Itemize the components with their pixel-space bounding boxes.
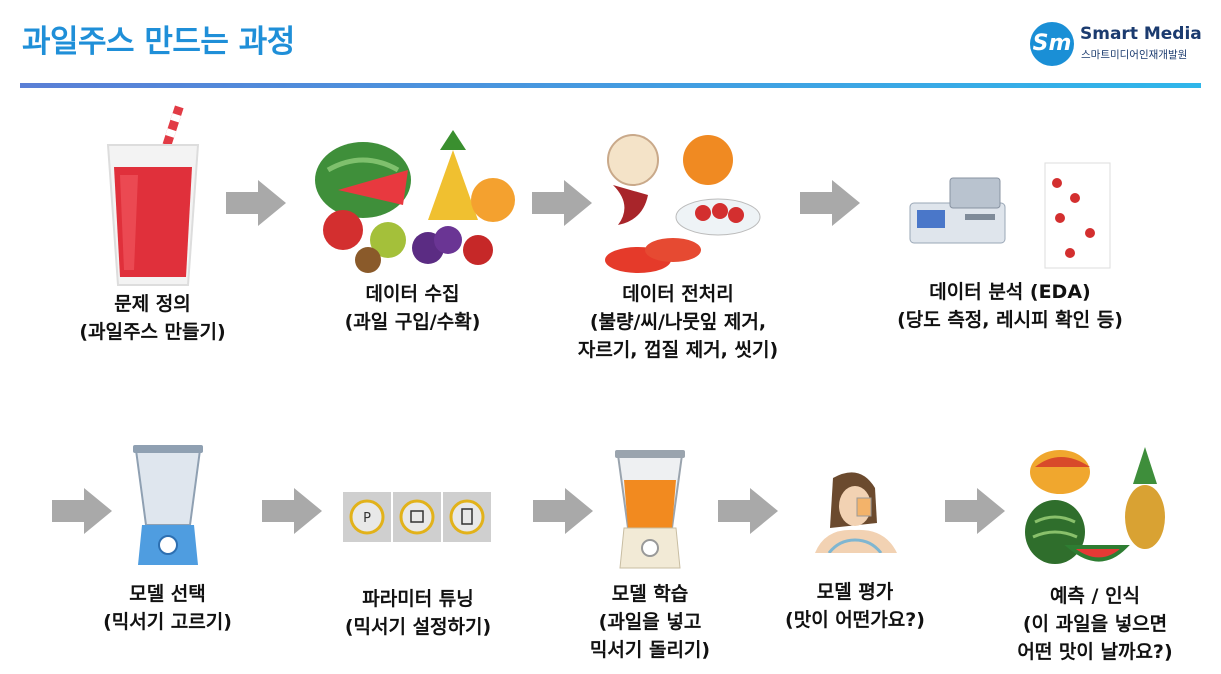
logo-subtitle: 스마트미디어인재개발원 xyxy=(1081,49,1188,61)
step-prediction: 예측 / 인식 (이 과일을 넣으면 어떤 맛이 날까요?) xyxy=(985,442,1205,666)
step-detail: (맛이 어떤가요?) xyxy=(785,609,925,631)
arrow-right-icon xyxy=(533,488,593,534)
peeled-fruit-icon xyxy=(605,134,761,273)
arrow-right-icon xyxy=(800,180,860,226)
step-detail: (과일을 넣고 xyxy=(598,611,702,633)
step-title: 모델 학습 xyxy=(611,583,689,605)
brand-logo: Sm Smart Media 스마트미디어인재개발원 xyxy=(1030,22,1210,70)
arrow-right-icon xyxy=(718,488,778,534)
arrow-right-icon xyxy=(945,488,1005,534)
blender-orange-icon xyxy=(615,450,685,569)
step-detail: (당도 측정, 레시피 확인 등) xyxy=(897,309,1123,331)
juice-glass-icon xyxy=(106,105,199,286)
step-title: 예측 / 인식 xyxy=(1049,585,1141,607)
fruits-icon xyxy=(1025,447,1165,564)
step-detail: (과일주스 만들기) xyxy=(79,321,226,343)
arrow-right-icon xyxy=(532,180,592,226)
step-model-training: 모델 학습 (과일을 넣고 믹서기 돌리기) xyxy=(565,450,735,664)
svg-text:P: P xyxy=(363,511,371,526)
step-detail: 어떤 맛이 날까요?) xyxy=(1017,641,1173,663)
step-title: 모델 평가 xyxy=(816,581,894,603)
blender-icon xyxy=(132,445,203,565)
step-title: 데이터 분석 (EDA) xyxy=(929,281,1091,303)
arrow-right-icon xyxy=(52,488,112,534)
header-rule xyxy=(20,83,1201,88)
logo-mark: Sm xyxy=(1030,22,1074,66)
step-detail: (믹서기 고르기) xyxy=(103,611,232,633)
step-detail: 믹서기 돌리기) xyxy=(589,639,711,661)
analysis-instruments-icon xyxy=(909,162,1111,269)
step-data-analysis: 데이터 분석 (EDA) (당도 측정, 레시피 확인 등) xyxy=(860,158,1160,334)
arrow-right-icon xyxy=(262,488,322,534)
arrow-right-icon xyxy=(226,180,286,226)
step-preprocessing: 데이터 전처리 (불량/씨/나뭇잎 제거, 자르기, 껍질 제거, 씻기) xyxy=(558,125,798,364)
step-parameter-tuning: P 파라미터 튜닝 (믹서기 설정하기) xyxy=(318,490,518,641)
step-detail: (믹서기 설정하기) xyxy=(344,616,492,638)
step-title: 문제 정의 xyxy=(114,293,191,315)
step-detail: (불량/씨/나뭇잎 제거, xyxy=(589,311,767,333)
blender-buttons-icon: P xyxy=(343,492,491,542)
drinking-woman-icon xyxy=(815,472,897,553)
logo-name: Smart Media xyxy=(1080,24,1202,44)
page-title: 과일주스 만드는 과정 xyxy=(22,24,295,60)
step-title: 파라미터 튜닝 xyxy=(362,588,474,610)
step-model-selection: 모델 선택 (믹서기 고르기) xyxy=(80,445,255,636)
step-problem-definition: 문제 정의 (과일주스 만들기) xyxy=(40,105,265,346)
step-detail: (과일 구입/수확) xyxy=(344,311,481,333)
step-title: 데이터 수집 xyxy=(365,283,460,305)
step-data-collection: 데이터 수집 (과일 구입/수확) xyxy=(295,130,530,336)
step-title: 모델 선택 xyxy=(129,583,206,605)
fruit-pile-icon xyxy=(314,130,515,273)
step-detail: 자르기, 껍질 제거, 씻기) xyxy=(577,339,779,361)
step-detail: (이 과일을 넣으면 xyxy=(1022,613,1168,635)
step-title: 데이터 전처리 xyxy=(622,283,734,305)
step-model-evaluation: 모델 평가 (맛이 어떤가요?) xyxy=(775,468,935,634)
